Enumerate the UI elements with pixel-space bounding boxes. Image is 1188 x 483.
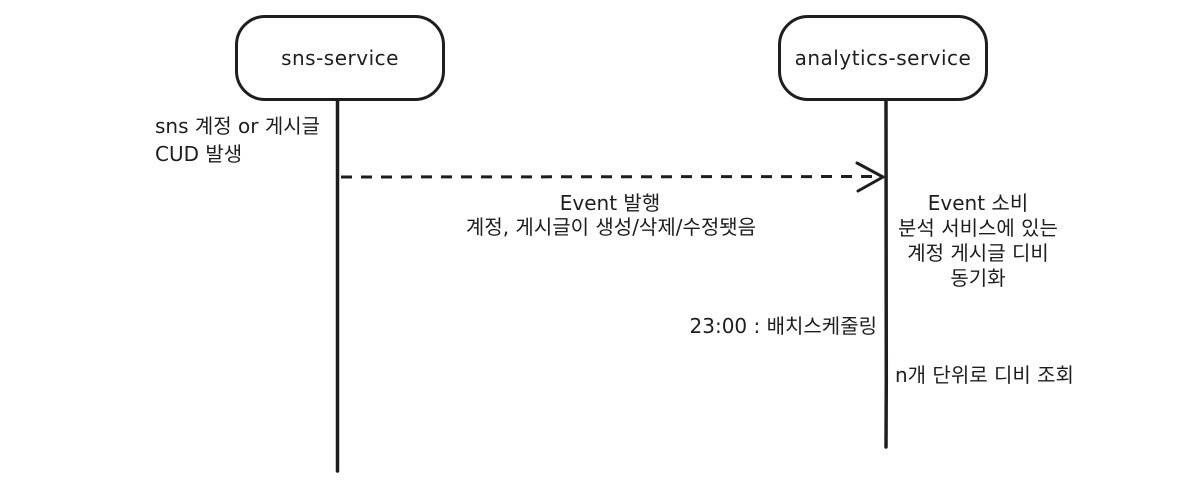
- arrowhead-icon: [855, 161, 885, 193]
- note-event-publish-detail: 계정, 게시글이 생성/삭제/수정됏음: [465, 215, 757, 239]
- actor-analytics-service: analytics-service: [778, 15, 988, 101]
- actor-analytics-service-label: analytics-service: [794, 46, 972, 70]
- note-event-consume: Event 소비 분석 서비스에 있는 계정 게시글 디비 동기화: [898, 191, 1058, 290]
- note-batch-schedule: 23:00 : 배치스케줄링: [689, 314, 878, 338]
- sns-lifeline: [335, 99, 340, 473]
- actor-sns-service-label: sns-service: [281, 46, 399, 70]
- note-cud-trigger: sns 계정 or 게시글 CUD 발생: [155, 114, 321, 166]
- note-event-publish-title: Event 발행: [559, 191, 661, 215]
- note-db-query: n개 단위로 디비 조회: [895, 363, 1074, 387]
- actor-sns-service: sns-service: [235, 15, 445, 101]
- event-dashed-arrow: [340, 175, 882, 179]
